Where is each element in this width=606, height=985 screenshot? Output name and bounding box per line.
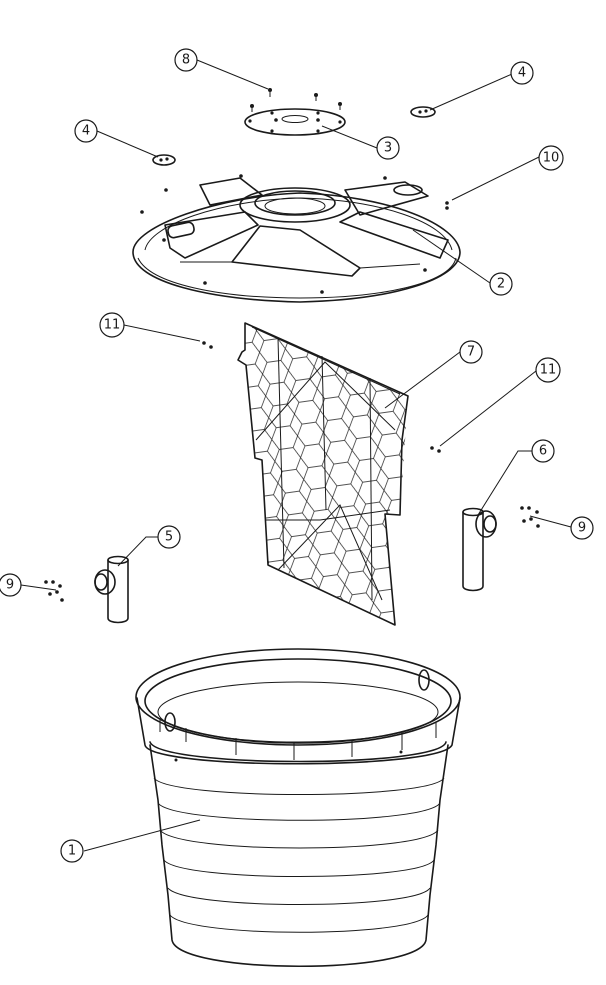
cap-4-right <box>410 106 436 118</box>
screws-10 <box>445 201 449 210</box>
svg-text:11: 11 <box>104 318 121 333</box>
nuts-9-left <box>44 580 64 602</box>
callout-1: 1 <box>60 819 201 863</box>
nuts-9-right <box>520 506 540 528</box>
screws-8 <box>250 88 342 122</box>
svg-text:4: 4 <box>82 124 90 139</box>
svg-text:3: 3 <box>384 141 392 156</box>
pipe-fitting-5 <box>94 555 129 624</box>
callout-5: 5 <box>117 525 181 567</box>
svg-text:1: 1 <box>68 844 76 859</box>
tank-body <box>135 648 461 968</box>
callout-10: 10 <box>451 145 564 201</box>
svg-text:8: 8 <box>182 53 190 68</box>
svg-text:9: 9 <box>578 521 586 536</box>
pipe-fitting-6 <box>462 507 497 592</box>
svg-text:9: 9 <box>6 578 14 593</box>
svg-text:4: 4 <box>518 66 526 81</box>
svg-text:6: 6 <box>539 444 547 459</box>
callout-8: 8 <box>174 48 269 90</box>
callout-9-right: 9 <box>529 515 594 540</box>
svg-text:7: 7 <box>467 345 475 360</box>
callout-6: 6 <box>477 439 555 516</box>
svg-text:11: 11 <box>540 363 557 378</box>
callout-3: 3 <box>321 125 400 160</box>
svg-text:2: 2 <box>497 277 505 292</box>
callout-4-right: 4 <box>429 61 534 111</box>
lid <box>132 174 461 303</box>
cap-4-left <box>152 154 176 166</box>
screws-11 <box>202 341 441 453</box>
callout-9-left: 9 <box>0 573 57 597</box>
callout-2: 2 <box>412 229 513 296</box>
svg-text:5: 5 <box>165 530 173 545</box>
svg-text:10: 10 <box>543 151 560 166</box>
callout-11-right: 11 <box>439 357 561 447</box>
baffle-panel <box>237 322 409 626</box>
callout-7: 7 <box>384 340 483 409</box>
top-plate <box>244 108 346 136</box>
callout-4-left: 4 <box>74 119 159 158</box>
callout-11-left: 11 <box>99 312 201 342</box>
